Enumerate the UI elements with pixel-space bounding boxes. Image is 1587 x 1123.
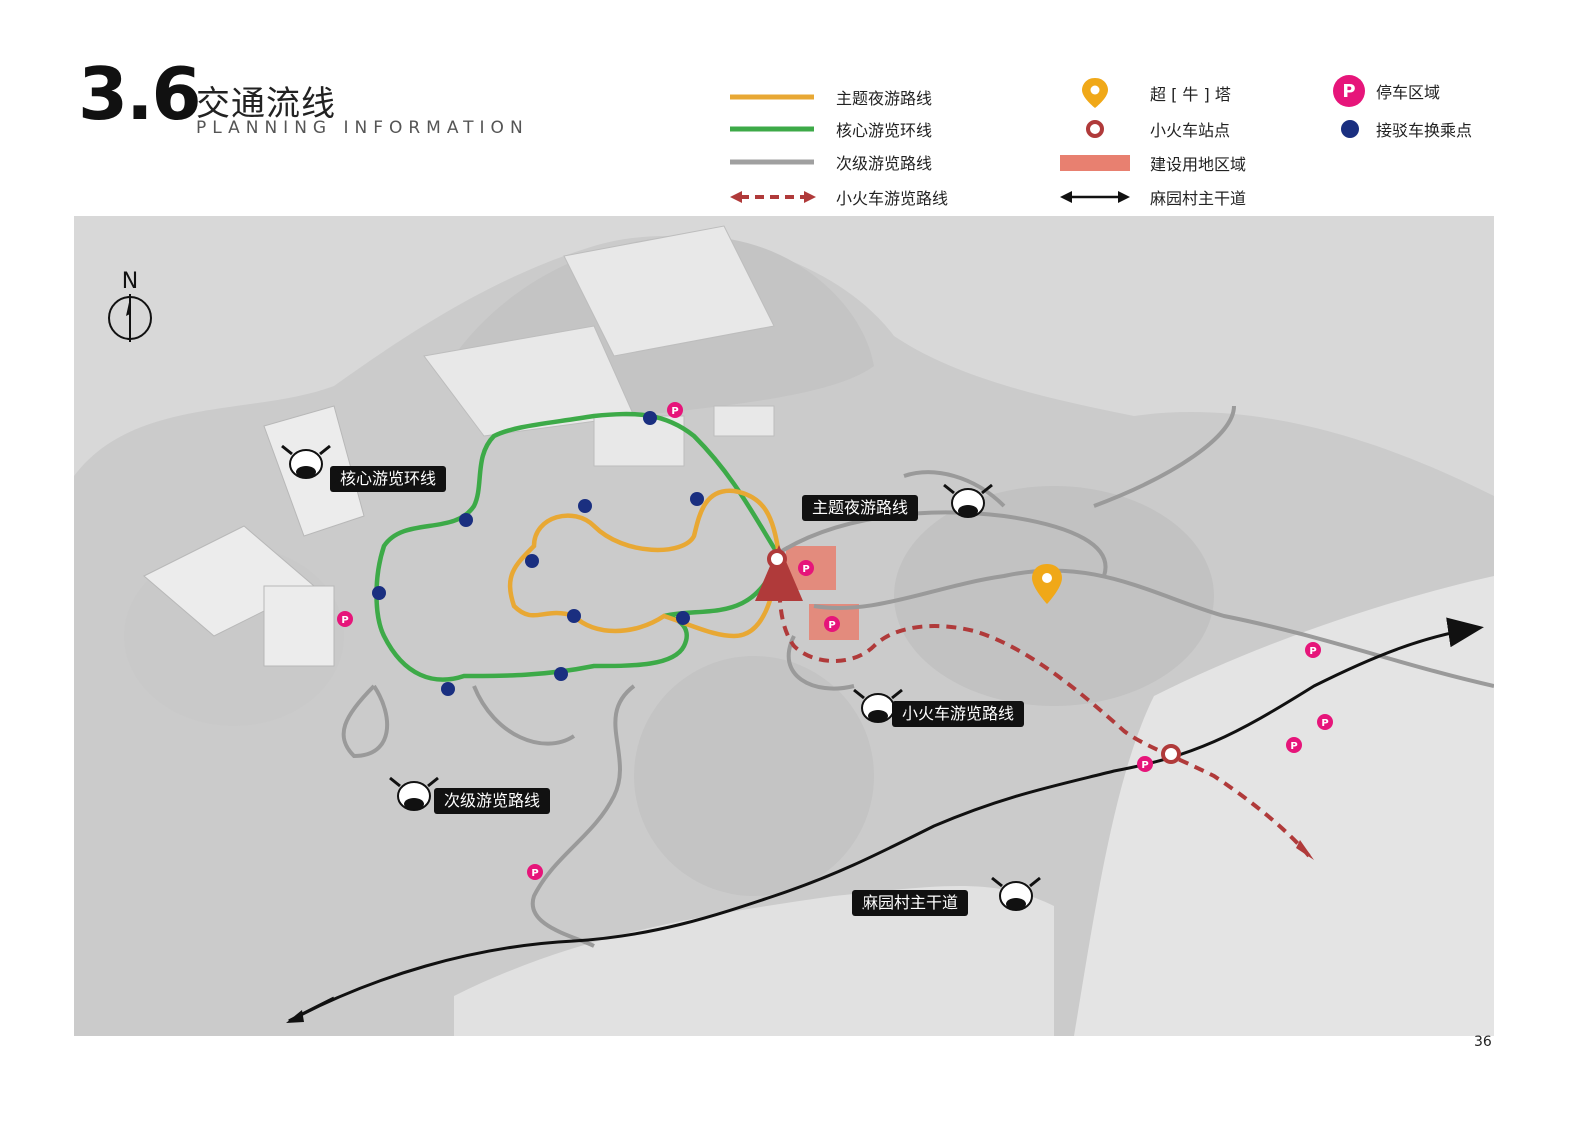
village-area bbox=[1074, 576, 1494, 1036]
legend-item-parking: P 停车区域 bbox=[1332, 75, 1440, 107]
orange-line-icon bbox=[730, 94, 814, 100]
factory-buildings bbox=[423, 225, 775, 467]
parking-icon: P bbox=[1305, 642, 1321, 658]
callout-train-route: 小火车游览路线 bbox=[892, 701, 1025, 727]
parking-icon: P bbox=[337, 611, 353, 627]
night-route bbox=[507, 488, 782, 639]
triangle-left-icon bbox=[852, 892, 864, 908]
location-pin-icon bbox=[1032, 564, 1062, 604]
parking-icon: P bbox=[824, 616, 840, 632]
svg-text:P: P bbox=[1321, 718, 1328, 729]
east-hill bbox=[894, 486, 1214, 706]
page-number: 36 bbox=[1474, 1034, 1492, 1050]
cow-icon bbox=[943, 483, 993, 518]
main-road bbox=[288, 617, 1484, 1023]
train-station-icon bbox=[1161, 744, 1181, 764]
cow-icon bbox=[389, 776, 439, 811]
parking-icon: P bbox=[527, 864, 543, 880]
parking-icon: P bbox=[1317, 714, 1333, 730]
master-plan-map: P P P P P P P P P N 核心游览环线 bbox=[74, 216, 1494, 1036]
section-number: 3.6 bbox=[78, 52, 202, 136]
transfer-dot-icon bbox=[567, 609, 581, 623]
svg-text:P: P bbox=[802, 564, 809, 575]
transfer-dot-icon bbox=[578, 499, 592, 513]
parking-icon: P bbox=[667, 402, 683, 418]
west-buildings bbox=[143, 405, 365, 667]
parking-icon: P bbox=[798, 560, 814, 576]
svg-text:P: P bbox=[1342, 81, 1355, 102]
callout-core-loop: 核心游览环线 bbox=[330, 466, 447, 492]
transfer-dot-icon bbox=[372, 586, 386, 600]
transfer-dot-icon bbox=[554, 667, 568, 681]
cow-icon bbox=[853, 688, 903, 723]
station-ring-icon bbox=[1086, 120, 1104, 138]
triangle-right-icon bbox=[894, 703, 906, 719]
parking-icon: P bbox=[1333, 75, 1365, 107]
transfer-dot-icon bbox=[441, 682, 455, 696]
gray-line-icon bbox=[730, 159, 814, 165]
transfer-dot-icon bbox=[459, 513, 473, 527]
south-village bbox=[454, 886, 1054, 1036]
salmon-block-icon bbox=[1060, 155, 1130, 171]
train-arrow-south bbox=[1296, 840, 1314, 860]
location-pin-icon bbox=[1082, 78, 1108, 108]
legend-item-transfer: 接驳车换乘点 bbox=[1340, 114, 1472, 144]
legend-item-night-route: 主题夜游路线 bbox=[728, 82, 932, 112]
svg-text:P: P bbox=[671, 406, 678, 417]
transfer-dot-icon bbox=[690, 492, 704, 506]
secondary-paths bbox=[341, 405, 1494, 948]
transfer-points bbox=[372, 411, 704, 696]
legend-item-main-road: 麻园村主干道 bbox=[1060, 182, 1246, 212]
red-dashed-arrow-icon bbox=[730, 191, 816, 203]
legend-item-station: 小火车站点 bbox=[1060, 114, 1230, 144]
north-arrow-icon: N bbox=[108, 269, 152, 342]
triangle-left-icon bbox=[802, 497, 814, 513]
transfer-dot-icon bbox=[643, 411, 657, 425]
page-title: 交通流线 bbox=[196, 84, 336, 124]
map-canvas: P P P P P P P P P N bbox=[74, 216, 1494, 1036]
train-station-icon bbox=[767, 549, 787, 569]
page-subtitle: PLANNING INFORMATION bbox=[196, 118, 529, 138]
svg-text:P: P bbox=[1290, 741, 1297, 752]
svg-text:P: P bbox=[1309, 646, 1316, 657]
triangle-right-icon bbox=[436, 790, 448, 806]
north-label: N bbox=[122, 269, 138, 294]
transfer-dot-icon bbox=[1341, 120, 1359, 138]
svg-text:P: P bbox=[1141, 760, 1148, 771]
transfer-dot-icon bbox=[525, 554, 539, 568]
svg-text:P: P bbox=[531, 868, 538, 879]
callout-night-route: 主题夜游路线 bbox=[802, 495, 919, 521]
callout-secondary-route: 次级游览路线 bbox=[434, 788, 551, 814]
parking-icon: P bbox=[1286, 737, 1302, 753]
double-arrow-icon bbox=[1060, 191, 1130, 203]
parking-markers: P P P P P P P P P bbox=[337, 402, 1333, 880]
transfer-dot-icon bbox=[676, 611, 690, 625]
road-arrow-west bbox=[286, 1010, 304, 1023]
cow-icon bbox=[281, 444, 331, 479]
legend-item-tower: 超 [ 牛 ] 塔 bbox=[1060, 78, 1231, 108]
legend-item-train-route: 小火车游览路线 bbox=[728, 182, 948, 212]
train-route bbox=[755, 545, 1311, 858]
south-hill bbox=[634, 656, 874, 896]
green-line-icon bbox=[730, 126, 814, 132]
cow-icon bbox=[991, 876, 1041, 911]
legend-item-construction: 建设用地区域 bbox=[1060, 148, 1246, 178]
svg-text:P: P bbox=[341, 615, 348, 626]
parking-icon: P bbox=[1137, 756, 1153, 772]
legend-item-core-loop: 核心游览环线 bbox=[728, 114, 932, 144]
legend-item-secondary-route: 次级游览路线 bbox=[728, 147, 932, 177]
callout-main-road: 麻园村主干道 bbox=[852, 890, 969, 916]
svg-text:P: P bbox=[828, 620, 835, 631]
triangle-right-icon bbox=[332, 468, 344, 484]
